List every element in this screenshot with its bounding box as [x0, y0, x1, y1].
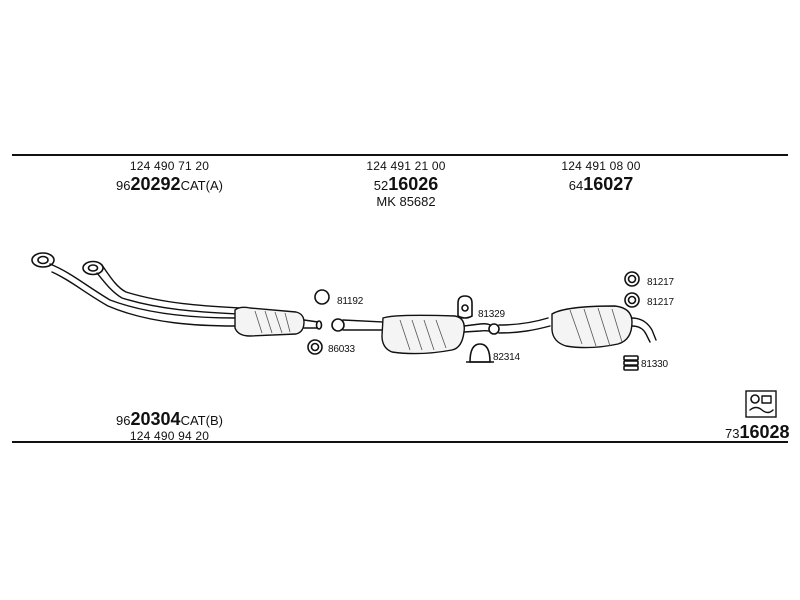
- part-code: 7316028: [725, 422, 800, 443]
- rear-silencer-assembly: [488, 305, 657, 349]
- code-main: 20292: [130, 173, 181, 194]
- fitting-label-82314: 82314: [493, 352, 520, 363]
- fitting-label-81192: 81192: [337, 296, 364, 307]
- middle-silencer-assembly: [331, 314, 493, 355]
- code-main: 16028: [739, 422, 790, 442]
- oem-number: 124 491 21 00: [366, 159, 446, 173]
- code-prefix: 64: [568, 177, 584, 193]
- code-suffix: CAT(B): [180, 413, 223, 428]
- front-flange-right-icon: [82, 260, 104, 276]
- part-label-front-pipe-cat-b: 9620304CAT(B) 124 490 94 20: [102, 409, 237, 444]
- code-prefix: 96: [116, 177, 131, 193]
- fitting-label-81329: 81329: [478, 309, 505, 320]
- fitting-label-86033: 86033: [328, 344, 355, 355]
- mounting-kit-number: MK 85682: [376, 194, 436, 210]
- rubber-buffer-icon: [623, 355, 639, 371]
- part-label-mounting-kit: 7316028: [725, 422, 800, 443]
- fitting-label-81217-b: 81217: [647, 297, 674, 308]
- code-prefix: 73: [725, 426, 740, 441]
- part-label-rear-silencer: 124 491 08 00 6416027: [545, 159, 657, 195]
- middle-silencer-icon: [381, 314, 465, 355]
- oem-number: 124 490 94 20: [129, 429, 210, 444]
- part-code: 5216026: [350, 174, 462, 195]
- part-code: 9620292CAT(A): [102, 174, 237, 195]
- code-main: 16027: [583, 173, 634, 194]
- clamp-icon: [466, 343, 494, 363]
- top-divider: [12, 154, 788, 156]
- fitting-label-81217-a: 81217: [647, 277, 674, 288]
- code-suffix: CAT(A): [180, 177, 223, 193]
- mounting-kit-icon: [745, 390, 777, 418]
- part-label-middle-silencer: 124 491 21 00 5216026 MK 85682: [350, 159, 462, 210]
- fitting-label-81330: 81330: [641, 359, 668, 370]
- oem-number: 124 490 71 20: [129, 159, 210, 173]
- part-code: 6416027: [545, 174, 657, 195]
- catalytic-converter-icon: [234, 306, 305, 337]
- code-prefix: 96: [116, 413, 131, 428]
- gasket-ring-icon: [624, 292, 640, 308]
- gasket-ring-icon: [314, 289, 330, 305]
- bottom-divider: [12, 441, 788, 443]
- code-prefix: 52: [373, 177, 389, 193]
- part-label-front-pipe-cat-a: 124 490 71 20 9620292CAT(A): [102, 159, 237, 195]
- part-code: 9620304CAT(B): [102, 409, 237, 430]
- gasket-ring-icon: [624, 271, 640, 287]
- rubber-hanger-icon: [457, 295, 473, 319]
- oem-number: 124 491 08 00: [561, 159, 641, 173]
- rear-silencer-icon: [551, 305, 633, 349]
- front-pipe-assembly: [31, 252, 323, 337]
- code-main: 20304: [130, 409, 181, 429]
- front-flange-left-icon: [31, 252, 55, 268]
- code-main: 16026: [388, 173, 439, 194]
- gasket-ring-icon: [307, 339, 323, 355]
